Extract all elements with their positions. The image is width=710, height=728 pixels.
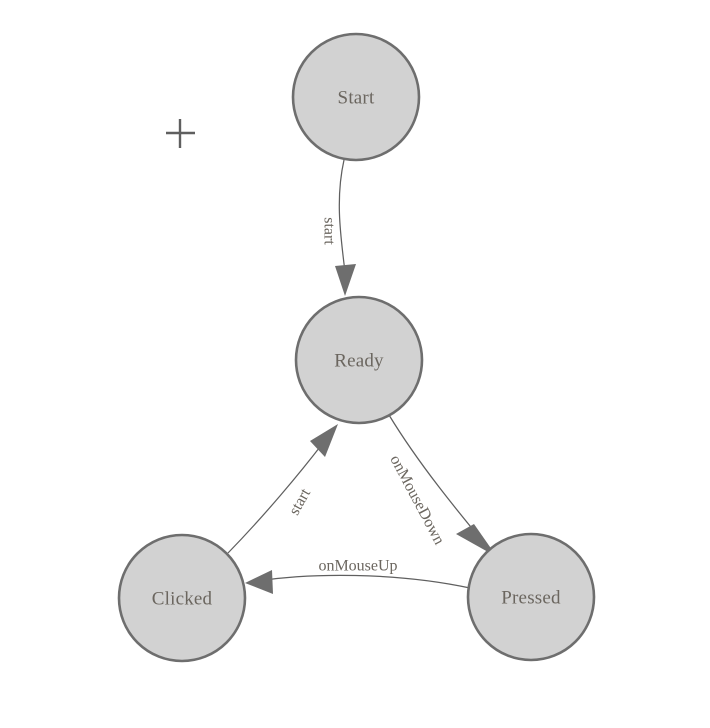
node-ready[interactable]: Ready [294, 295, 424, 425]
node-clicked[interactable]: Clicked [117, 533, 247, 663]
arrowhead-ready-to-pressed [456, 524, 497, 557]
node-ready-label: Ready [334, 351, 384, 372]
arrowhead-pressed-to-clicked [245, 570, 273, 594]
edge-clicked-to-ready[interactable]: start [227, 424, 338, 554]
arrowhead-clicked-to-ready [310, 424, 338, 457]
node-start-circle[interactable] [291, 32, 421, 162]
node-start-label: Start [338, 88, 375, 109]
edge-path-start-to-ready [338, 159, 346, 273]
node-pressed[interactable]: Pressed [466, 532, 596, 662]
node-start[interactable]: Start [291, 32, 421, 162]
edge-label-ready-to-pressed: onMouseDown [386, 452, 447, 547]
edge-label-clicked-to-ready: start [286, 485, 314, 518]
edge-path-pressed-to-clicked [257, 574, 471, 589]
node-pressed-label: Pressed [501, 588, 561, 609]
edge-ready-to-pressed[interactable]: onMouseDown [386, 414, 497, 557]
edge-start-to-ready[interactable]: start [321, 159, 357, 296]
crosshair-cursor-icon [166, 119, 195, 148]
arrowhead-start-to-ready [335, 264, 356, 296]
node-clicked-label: Clicked [152, 589, 213, 610]
edge-pressed-to-clicked[interactable]: onMouseUp [245, 558, 471, 595]
edge-label-start-to-ready: start [321, 217, 338, 245]
node-pressed-circle[interactable] [466, 532, 596, 662]
edge-path-clicked-to-ready [227, 442, 324, 554]
node-clicked-circle[interactable] [117, 533, 247, 663]
edge-label-pressed-to-clicked: onMouseUp [318, 558, 397, 575]
node-ready-circle[interactable] [294, 295, 424, 425]
